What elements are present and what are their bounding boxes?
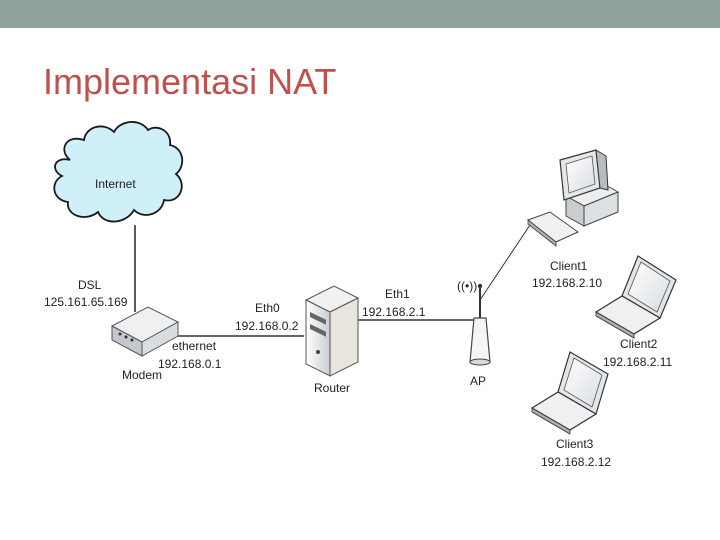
- cloud-icon: [53, 121, 184, 223]
- eth0-ip-label: 192.168.0.2: [235, 319, 299, 333]
- router: Router Eth0 192.168.0.2 Eth1 192.168.2.1: [235, 285, 426, 395]
- dsl-ip-label: 125.161.65.169: [44, 295, 128, 309]
- client2-ip-label: 192.168.2.11: [603, 355, 673, 369]
- internet-label: Internet: [95, 177, 136, 191]
- access-point-icon: [469, 283, 491, 366]
- client2-label: Client2: [620, 337, 658, 351]
- router-label: Router: [314, 381, 350, 395]
- wireless-link-ap-client1: [479, 221, 533, 301]
- modem: Modem ethernet 192.168.0.1: [110, 306, 222, 382]
- eth1-ip-label: 192.168.2.1: [362, 305, 426, 319]
- client2: Client2 192.168.2.11: [594, 255, 677, 369]
- dsl-label: DSL: [78, 278, 102, 292]
- eth0-label: Eth0: [255, 301, 280, 315]
- client3-label: Client3: [556, 437, 594, 451]
- client3: Client3 192.168.2.12: [530, 351, 611, 469]
- top-bar: [0, 0, 720, 28]
- laptop-icon: [594, 255, 677, 339]
- ap-label: AP: [470, 374, 486, 388]
- slide-title: Implementasi NAT: [43, 61, 337, 102]
- connection-lines: [134, 221, 533, 337]
- client1-ip-label: 192.168.2.10: [532, 276, 602, 290]
- desktop-computer-icon: [526, 149, 620, 247]
- modem-port-label: ethernet: [172, 339, 217, 353]
- laptop-icon: [530, 351, 609, 435]
- modem-ip-label: 192.168.0.1: [158, 357, 222, 371]
- modem-label: Modem: [122, 368, 162, 382]
- ap-wifi-symbol: ((•)): [457, 279, 477, 293]
- server-icon: [304, 285, 360, 377]
- client1: Client1 192.168.2.10: [526, 149, 620, 290]
- internet-cloud: Internet: [53, 121, 184, 223]
- client3-ip-label: 192.168.2.12: [541, 455, 611, 469]
- modem-icon: [110, 306, 180, 357]
- client1-label: Client1: [550, 259, 588, 273]
- access-point: ((•)) AP: [457, 279, 491, 388]
- eth1-label: Eth1: [385, 287, 410, 301]
